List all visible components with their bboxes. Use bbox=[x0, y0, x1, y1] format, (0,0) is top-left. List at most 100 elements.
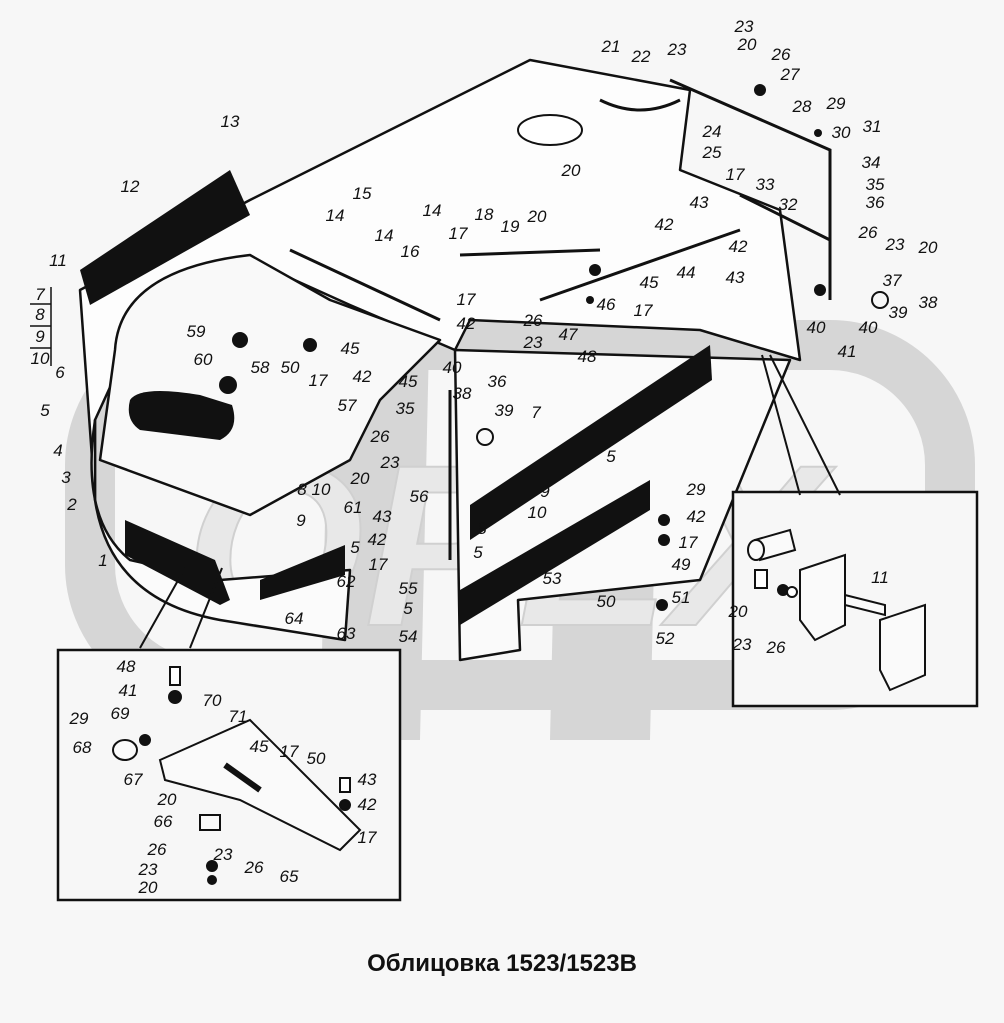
callout-17: 17 bbox=[309, 371, 328, 390]
callout-2: 2 bbox=[66, 495, 77, 514]
callout-36: 36 bbox=[488, 372, 507, 391]
callout-9: 9 bbox=[296, 511, 306, 530]
callout-20: 20 bbox=[138, 878, 158, 897]
callout-40: 40 bbox=[859, 318, 878, 337]
callout-19: 19 bbox=[501, 217, 520, 236]
callout-66: 66 bbox=[154, 812, 173, 831]
callout-58: 58 bbox=[251, 358, 270, 377]
callout-8: 8 bbox=[35, 305, 45, 324]
callout-5: 5 bbox=[403, 599, 413, 618]
callout-3: 3 bbox=[61, 468, 71, 487]
callout-35: 35 bbox=[396, 399, 415, 418]
callout-48: 48 bbox=[117, 657, 136, 676]
callout-23: 23 bbox=[885, 235, 905, 254]
callout-42: 42 bbox=[729, 237, 748, 256]
callout-37: 37 bbox=[883, 271, 902, 290]
callout-46: 46 bbox=[597, 295, 616, 314]
callout-23: 23 bbox=[523, 333, 543, 352]
callout-27: 27 bbox=[780, 65, 800, 84]
grilles bbox=[80, 170, 712, 625]
callout-9: 9 bbox=[35, 327, 45, 346]
callout-20: 20 bbox=[157, 790, 177, 809]
callout-23: 23 bbox=[734, 17, 754, 36]
callout-31: 31 bbox=[863, 117, 882, 136]
callout-5: 5 bbox=[40, 401, 50, 420]
callout-30: 30 bbox=[832, 123, 851, 142]
callout-26: 26 bbox=[523, 311, 543, 330]
callout-42: 42 bbox=[655, 215, 674, 234]
callout-7: 7 bbox=[35, 285, 45, 304]
filler-opening bbox=[517, 114, 583, 146]
callout-36: 36 bbox=[866, 193, 885, 212]
fasteners bbox=[219, 84, 889, 611]
callout-42: 42 bbox=[368, 530, 387, 549]
callout-5: 5 bbox=[350, 538, 360, 557]
callout-51: 51 bbox=[672, 588, 691, 607]
callout-50: 50 bbox=[597, 592, 616, 611]
callout-10: 10 bbox=[312, 480, 331, 499]
callout-26: 26 bbox=[771, 45, 791, 64]
callout-21: 21 bbox=[601, 37, 621, 56]
callout-20: 20 bbox=[527, 207, 547, 226]
callout-42: 42 bbox=[353, 367, 372, 386]
callout-28: 28 bbox=[792, 97, 812, 116]
callout-26: 26 bbox=[858, 223, 878, 242]
callout-26: 26 bbox=[244, 858, 264, 877]
linkage-rods bbox=[289, 78, 832, 560]
callout-24: 24 bbox=[702, 122, 722, 141]
inset-leaders bbox=[139, 354, 841, 649]
callout-42: 42 bbox=[358, 795, 377, 814]
callout-61: 61 bbox=[344, 498, 363, 517]
callout-8: 8 bbox=[297, 480, 307, 499]
callout-17: 17 bbox=[369, 555, 388, 574]
callout-14: 14 bbox=[326, 206, 345, 225]
callout-23: 23 bbox=[138, 860, 158, 879]
callout-44: 44 bbox=[677, 263, 696, 282]
callout-10: 10 bbox=[528, 503, 547, 522]
callout-18: 18 bbox=[475, 205, 494, 224]
callout-20: 20 bbox=[728, 602, 748, 621]
callout-59: 59 bbox=[187, 322, 206, 341]
callout-60: 60 bbox=[194, 350, 213, 369]
callout-71: 71 bbox=[229, 707, 248, 726]
callout-40: 40 bbox=[807, 318, 826, 337]
callout-23: 23 bbox=[380, 453, 400, 472]
callout-8: 8 bbox=[477, 519, 487, 538]
callout-45: 45 bbox=[399, 372, 418, 391]
callout-4: 4 bbox=[53, 441, 62, 460]
callout-12: 12 bbox=[121, 177, 140, 196]
callout-45: 45 bbox=[250, 737, 269, 756]
page-title: Облицовка 1523/1523В bbox=[367, 950, 637, 977]
callout-29: 29 bbox=[686, 480, 706, 499]
callout-41: 41 bbox=[838, 342, 857, 361]
callout-29: 29 bbox=[69, 709, 89, 728]
callout-53: 53 bbox=[543, 569, 562, 588]
callout-14: 14 bbox=[423, 201, 442, 220]
callout-5: 5 bbox=[606, 447, 616, 466]
callout-42: 42 bbox=[687, 507, 706, 526]
callout-70: 70 bbox=[203, 691, 222, 710]
callout-15: 15 bbox=[353, 184, 372, 203]
callout-57: 57 bbox=[338, 396, 357, 415]
callout-48: 48 bbox=[578, 347, 597, 366]
callout-43: 43 bbox=[373, 507, 392, 526]
callout-26: 26 bbox=[766, 638, 786, 657]
callout-17: 17 bbox=[358, 828, 377, 847]
callout-17: 17 bbox=[280, 742, 299, 761]
callout-33: 33 bbox=[756, 175, 775, 194]
callout-65: 65 bbox=[280, 867, 299, 886]
callout-26: 26 bbox=[370, 427, 390, 446]
callout-23: 23 bbox=[732, 635, 752, 654]
callout-43: 43 bbox=[726, 268, 745, 287]
callout-9: 9 bbox=[540, 482, 550, 501]
callout-40: 40 bbox=[443, 358, 462, 377]
callout-43: 43 bbox=[358, 770, 377, 789]
callout-17: 17 bbox=[449, 224, 468, 243]
callout-47: 47 bbox=[559, 325, 578, 344]
callout-68: 68 bbox=[73, 738, 92, 757]
callout-23: 23 bbox=[213, 845, 233, 864]
callout-20: 20 bbox=[350, 469, 370, 488]
callout-20: 20 bbox=[918, 238, 938, 257]
